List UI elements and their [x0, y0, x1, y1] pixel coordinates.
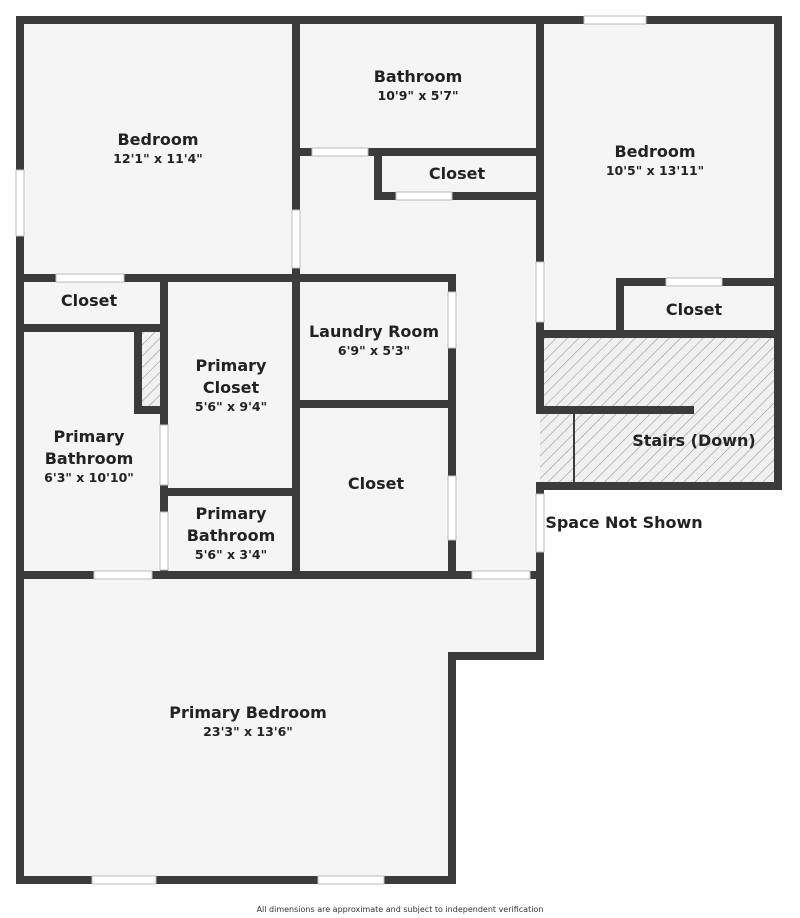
room-primary-bathroom-small: Primary Bathroom 5'6" x 3'4": [187, 504, 276, 562]
room-closet-middle: Closet: [348, 474, 405, 493]
room-dims: 10'5" x 13'11": [606, 163, 704, 178]
room-closet-upper: Closet: [429, 164, 486, 183]
room-dims: 5'6" x 3'4": [195, 547, 267, 562]
stairs-label: Stairs (Down): [632, 431, 756, 450]
room-bedroom-1: Bedroom 12'1" x 11'4": [113, 130, 203, 166]
room-primary-bedroom: Primary Bedroom 23'3" x 13'6": [169, 703, 327, 739]
room-closet-bedroom2: Closet: [666, 300, 723, 319]
room-label: Primary: [196, 504, 267, 523]
shaft-hatch: [138, 328, 164, 410]
room-closet-left: Closet: [61, 291, 118, 310]
room-primary-bathroom: Primary Bathroom 6'3" x 10'10": [44, 427, 134, 485]
room-label: Bedroom: [614, 142, 695, 161]
room-label-2: Closet: [203, 378, 260, 397]
room-label-2: Bathroom: [45, 449, 134, 468]
doors-windows: [15, 15, 723, 885]
room-laundry: Laundry Room 6'9" x 5'3": [309, 322, 439, 358]
room-bathroom: Bathroom 10'9" x 5'7": [374, 67, 463, 103]
floor-area: [20, 20, 778, 880]
room-label: Primary: [54, 427, 125, 446]
space-not-shown-label: Space Not Shown: [545, 513, 702, 532]
room-dims: 6'9" x 5'3": [338, 343, 410, 358]
room-dims: 12'1" x 11'4": [113, 151, 203, 166]
room-primary-closet: Primary Closet 5'6" x 9'4": [195, 356, 267, 414]
room-dims: 5'6" x 9'4": [195, 399, 267, 414]
footnote: All dimensions are approximate and subje…: [257, 905, 544, 914]
room-dims: 10'9" x 5'7": [378, 88, 459, 103]
room-dims: 6'3" x 10'10": [44, 470, 134, 485]
room-dims: 23'3" x 13'6": [203, 724, 293, 739]
room-label: Laundry Room: [309, 322, 439, 341]
room-label: Bathroom: [374, 67, 463, 86]
room-label: Bedroom: [117, 130, 198, 149]
room-label-2: Bathroom: [187, 526, 276, 545]
room-label: Primary: [196, 356, 267, 375]
room-bedroom-2: Bedroom 10'5" x 13'11": [606, 142, 704, 178]
room-label: Primary Bedroom: [169, 703, 327, 722]
